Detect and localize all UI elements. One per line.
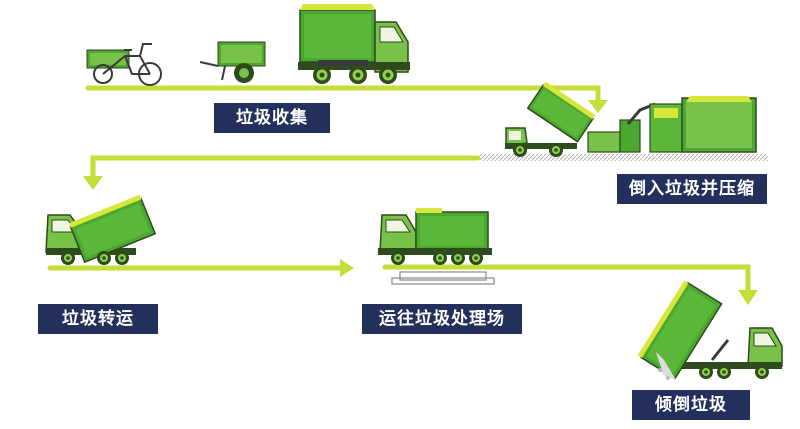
step-label-transport: 运往垃圾处理场 — [362, 304, 522, 334]
hook-lift-truck-icon — [45, 194, 157, 265]
flow-arrows — [83, 100, 758, 305]
arrow-right-3 — [340, 259, 354, 277]
flow-track — [47, 85, 751, 295]
track-segment-2 — [90, 155, 481, 181]
container-truck-icon — [378, 208, 495, 285]
track-segment-4 — [382, 264, 751, 295]
arrow-down-4 — [738, 290, 758, 305]
dump-truck-tipping-icon — [637, 280, 783, 380]
track-segment-1 — [85, 85, 601, 103]
dump-truck-unloading-icon — [505, 81, 596, 157]
compactor-station-icon — [587, 96, 757, 153]
ground-strip — [480, 154, 768, 161]
garbage-truck-icon — [298, 4, 410, 84]
step-label-dump: 倾倒垃圾 — [632, 390, 750, 420]
step-label-collect: 垃圾收集 — [214, 103, 330, 133]
arrow-down-1 — [588, 100, 608, 113]
step-label-compress: 倒入垃圾并压缩 — [617, 174, 767, 204]
tricycle-icon — [86, 43, 162, 86]
arrow-down-2 — [83, 176, 103, 190]
step-label-transfer: 垃圾转运 — [38, 304, 158, 334]
handcart-icon — [199, 41, 266, 83]
